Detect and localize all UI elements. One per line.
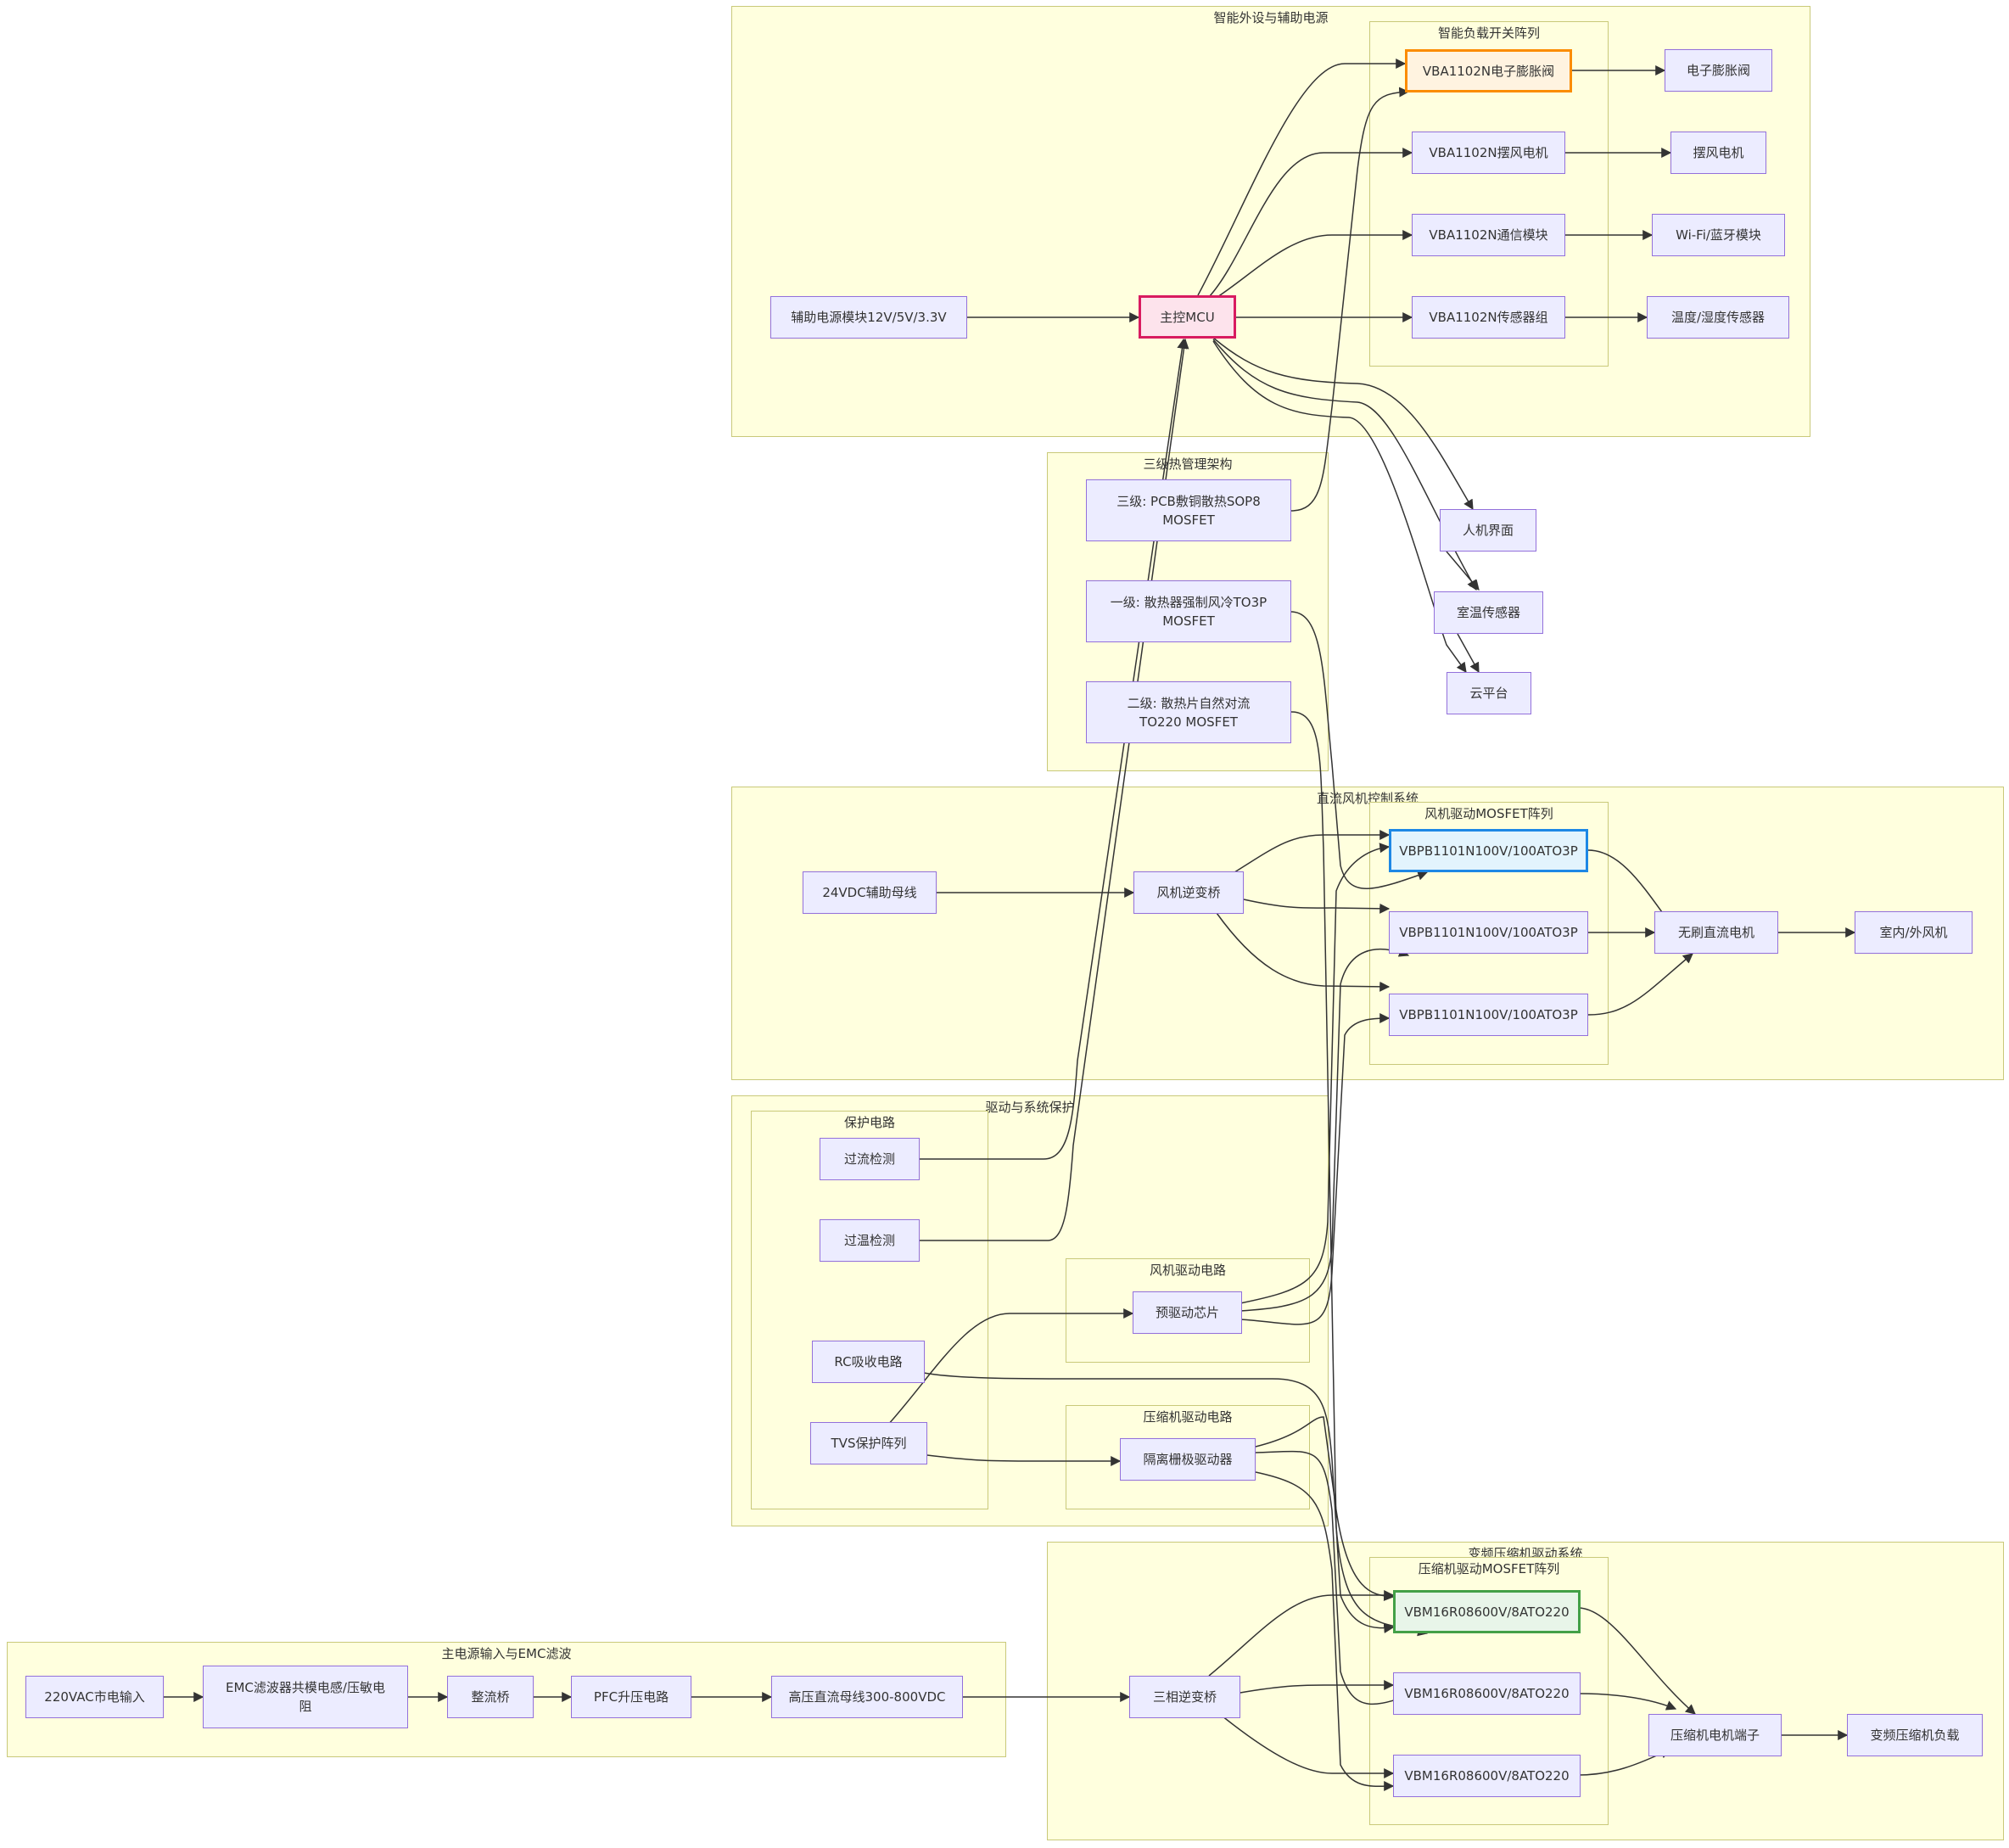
node-comp-terminal: 压缩机电机端子 (1648, 1714, 1782, 1756)
node-comp-inverter: 三相逆变桥 (1129, 1676, 1240, 1718)
group-title-fanmos: 风机驱动MOSFET阵列 (1424, 806, 1553, 821)
node-vba1102n-sensor: VBA1102N传感器组 (1412, 296, 1565, 339)
group-title-mains: 主电源输入与EMC滤波 (441, 1646, 572, 1661)
node-comp-load: 变频压缩机负载 (1847, 1714, 1983, 1756)
node-vba1102n-swing: VBA1102N摆风电机 (1412, 132, 1565, 174)
node-hmi: 人机界面 (1440, 509, 1536, 552)
node-exv: 电子膨胀阀 (1665, 49, 1772, 92)
node-tvs-array: TVS保护阵列 (810, 1422, 927, 1464)
node-hv-dc-bus: 高压直流母线300-800VDC (771, 1676, 963, 1718)
group-title-thermal: 三级热管理架构 (1143, 456, 1233, 472)
node-comp-mosfet-3: VBM16R08600V/8ATO220 (1393, 1755, 1581, 1797)
edge-roomtemp-cloud (1457, 633, 1480, 674)
node-vba1102n-comm: VBA1102N通信模块 (1412, 214, 1565, 256)
node-comp-mosfet-2: VBM16R08600V/8ATO220 (1393, 1672, 1581, 1715)
node-aux-power: 辅助电源模块12V/5V/3.3V (770, 296, 967, 339)
node-emc-filter: EMC滤波器共模电感/压敏电阻 (203, 1666, 408, 1728)
node-overtemp: 过温检测 (820, 1219, 920, 1262)
edge-hmi-roomtemp (1446, 551, 1480, 591)
group-title-dcfan: 直流风机控制系统 (1316, 791, 1419, 806)
node-24vdc-bus: 24VDC辅助母线 (803, 871, 937, 914)
group-dc-fan-system: 直流风机控制系统 (731, 787, 2004, 1080)
node-room-temp: 室温传感器 (1434, 591, 1543, 634)
node-pfc-boost: PFC升压电路 (571, 1676, 691, 1718)
group-smart-peripherals: 智能外设与辅助电源 (731, 6, 1810, 437)
node-main-mcu: 主控MCU (1139, 295, 1236, 339)
node-rc-snubber: RC吸收电路 (812, 1341, 925, 1383)
node-fan-mosfet-2: VBPB1101N100V/100ATO3P (1389, 911, 1588, 954)
node-swing-motor: 摆风电机 (1670, 132, 1766, 174)
node-cloud: 云平台 (1447, 672, 1531, 714)
group-title-compdrive: 压缩机驱动电路 (1143, 1409, 1233, 1425)
node-vba1102n-exv: VBA1102N电子膨胀阀 (1405, 49, 1572, 92)
node-indoor-outdoor-fans: 室内/外风机 (1855, 911, 1973, 954)
group-title-compmos: 压缩机驱动MOSFET阵列 (1418, 1561, 1560, 1576)
node-wifi-bt: Wi-Fi/蓝牙模块 (1652, 214, 1785, 256)
node-fan-mosfet-1: VBPB1101N100V/100ATO3P (1389, 829, 1588, 872)
node-temp-hum-sensor: 温度/湿度传感器 (1647, 296, 1789, 339)
node-isolated-gate-driver: 隔离栅极驱动器 (1120, 1438, 1256, 1481)
node-fan-inverter: 风机逆变桥 (1133, 871, 1244, 914)
group-title-smart: 智能外设与辅助电源 (1213, 10, 1329, 25)
node-bldc-motor: 无刷直流电机 (1654, 911, 1778, 954)
group-title-fandrive: 风机驱动电路 (1149, 1263, 1226, 1278)
node-overcurrent: 过流检测 (820, 1138, 920, 1180)
group-title-protect: 保护电路 (843, 1115, 895, 1130)
node-comp-mosfet-1: VBM16R08600V/8ATO220 (1393, 1590, 1581, 1633)
node-rectifier-bridge: 整流桥 (447, 1676, 534, 1718)
node-pre-driver: 预驱动芯片 (1133, 1291, 1242, 1334)
node-fan-mosfet-3: VBPB1101N100V/100ATO3P (1389, 994, 1588, 1036)
group-title-loadswitch: 智能负载开关阵列 (1437, 25, 1540, 41)
node-220vac-input: 220VAC市电输入 (25, 1676, 164, 1718)
